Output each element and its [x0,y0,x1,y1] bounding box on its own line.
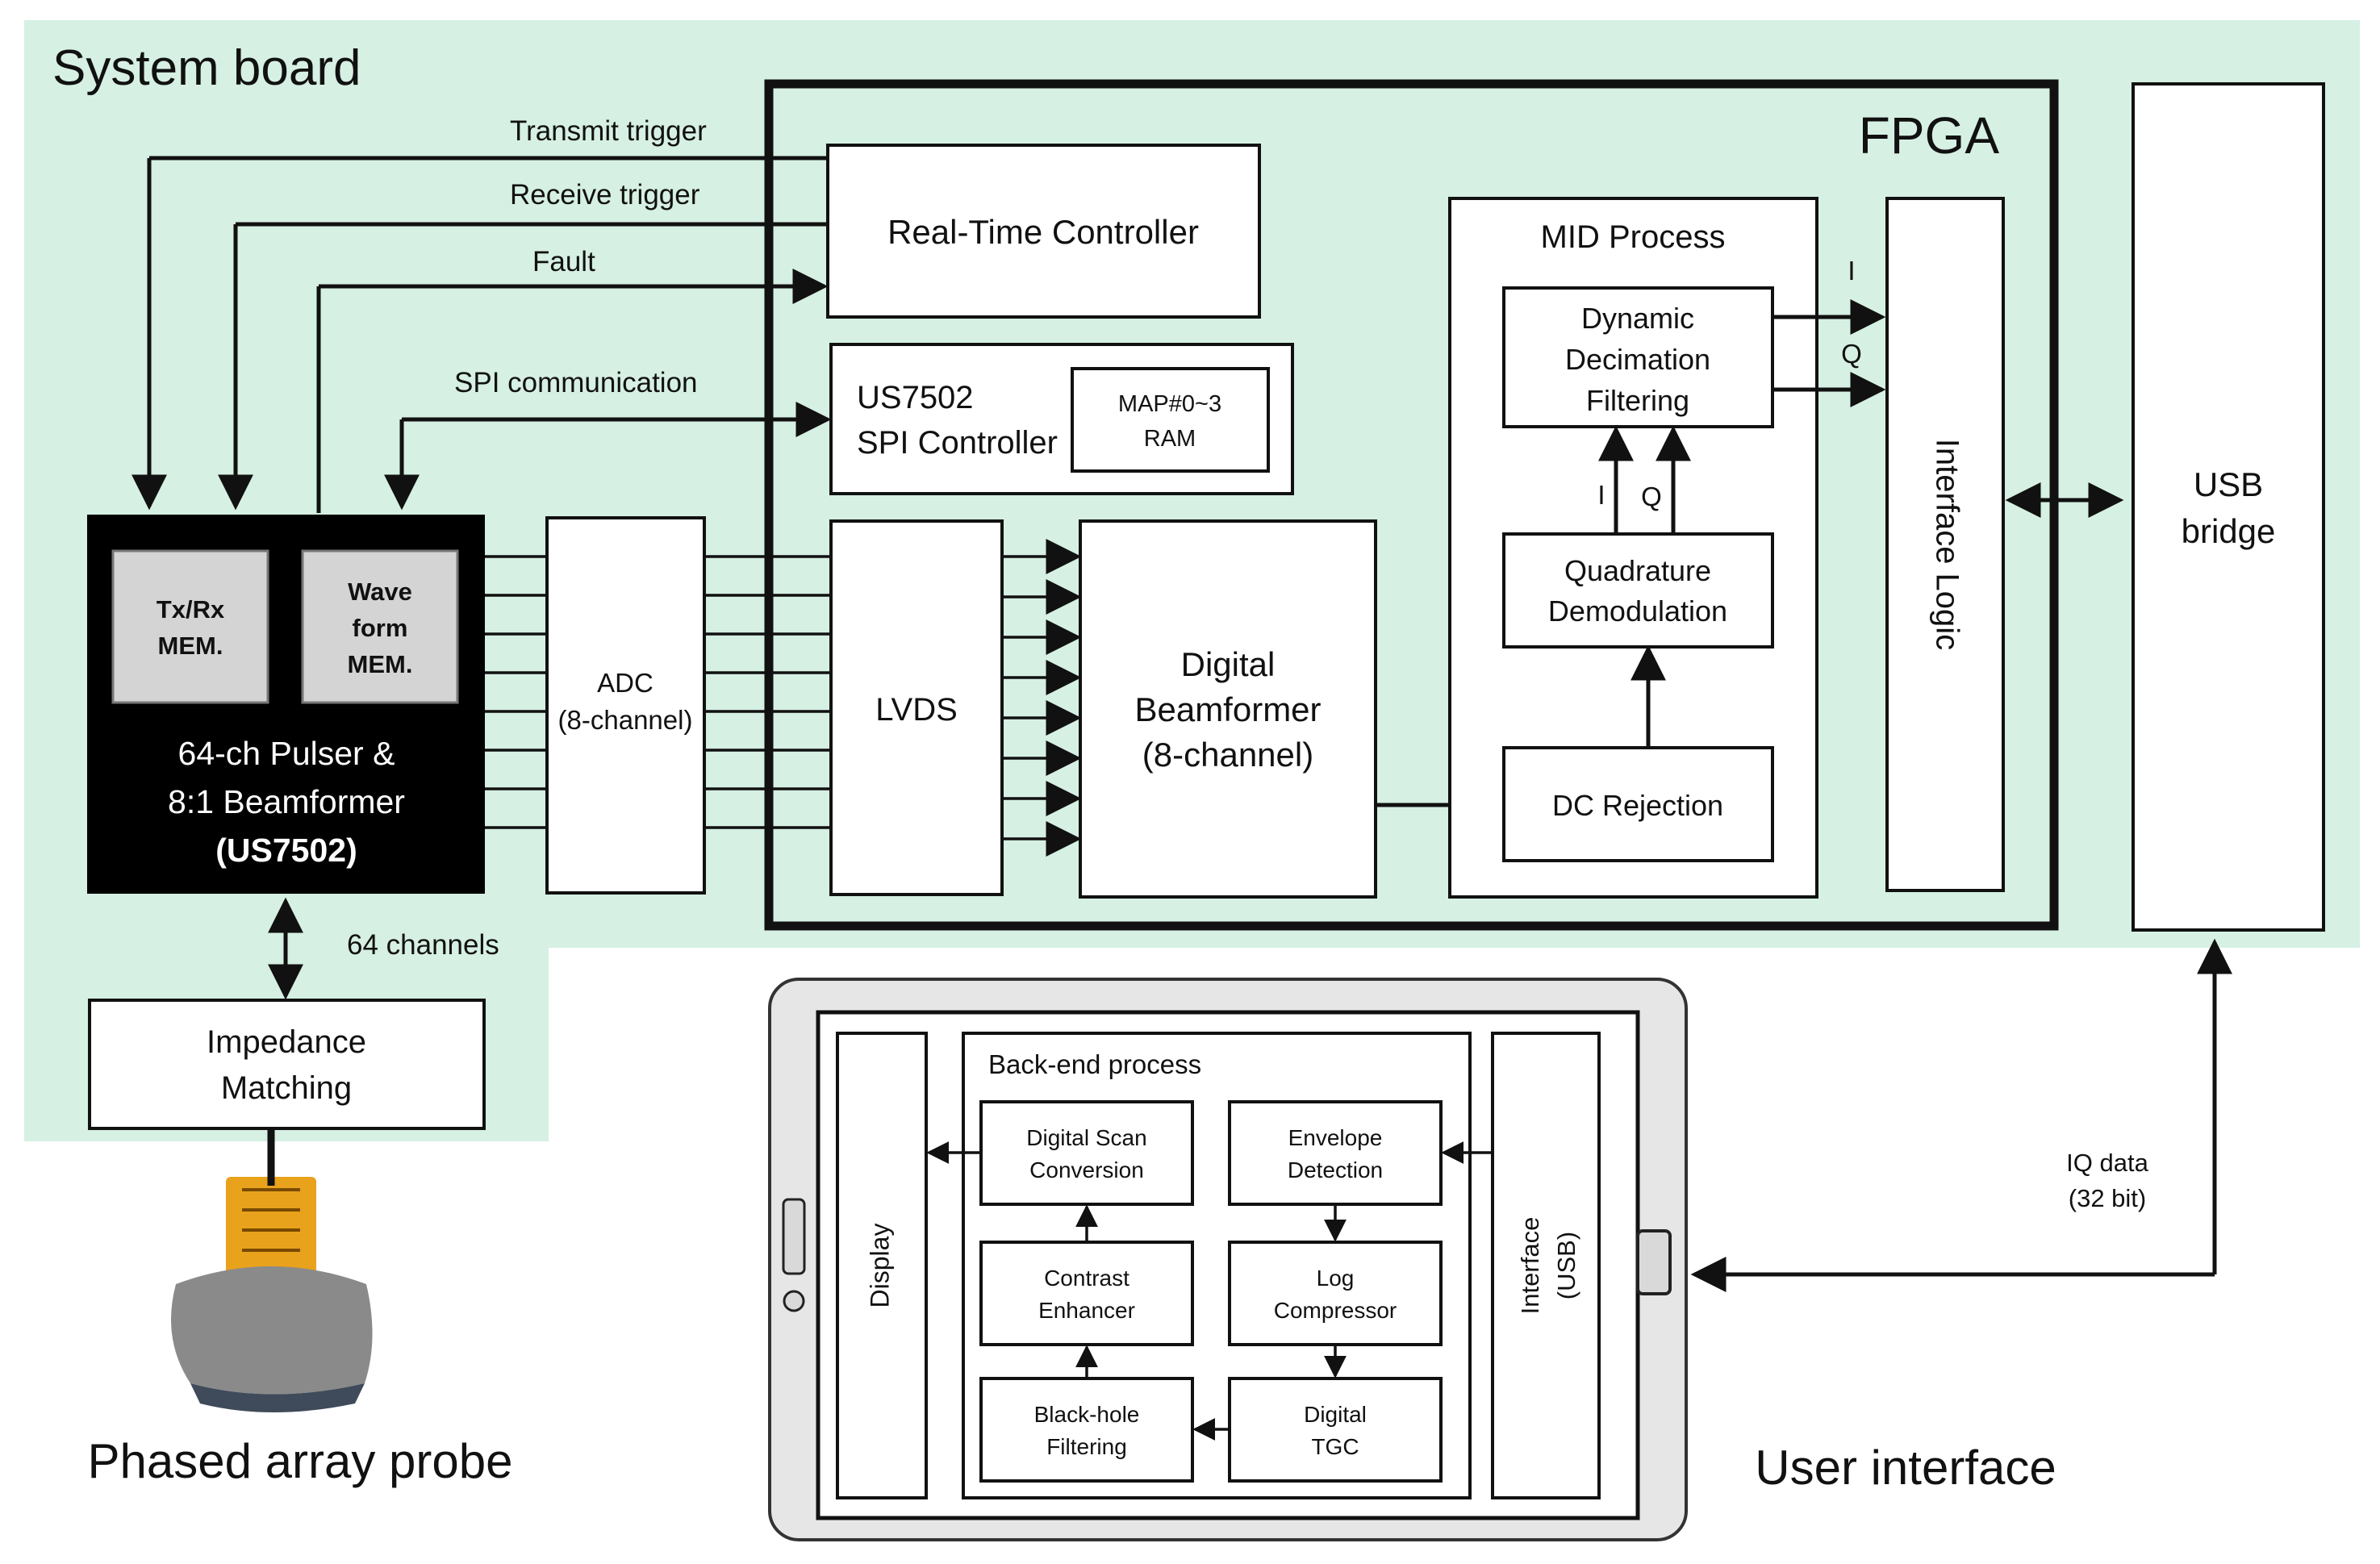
channels-label: 64 channels [347,929,499,961]
spi-communication-label: SPI communication [454,367,698,398]
blackhole-line2: Filtering [1046,1434,1127,1459]
control-signal-lines [132,156,832,513]
interface-logic-block [1885,197,2005,892]
log-line1: Log [1317,1266,1355,1291]
quadrature-demodulation-block [1502,532,1774,649]
fault-label: Fault [532,246,595,277]
quadrature-q-label: Q [1641,482,1662,511]
adc-block [545,516,706,895]
fpga-title: FPGA [1859,106,2000,165]
lvds-block [829,519,1004,896]
usb-bridge-line2: bridge [2182,512,2276,550]
black-hole-filtering-block [979,1377,1194,1483]
spi-controller-line2: SPI Controller [857,425,1058,461]
contrast-line2: Enhancer [1038,1298,1135,1323]
usb-bridge-block [2132,82,2325,932]
pulser-label-line1: 64-ch Pulser & [178,735,395,772]
ddf-line3: Filtering [1586,384,1689,417]
waveform-memory-line2: form [353,614,408,642]
tablet-camera [783,1290,805,1312]
interface-usb-line1: Interface [1516,1217,1544,1315]
backend-process-title: Back-end process [988,1049,1201,1079]
ddf-output-i-label: I [1848,256,1855,286]
digital-scan-conversion-block [979,1100,1194,1206]
quadrature-line1: Quadrature [1564,554,1711,587]
ddf-line1: Dynamic [1581,302,1694,335]
envelope-detection-block [1228,1100,1443,1206]
pulser-label-line3: (US7502) [215,832,357,869]
quadrature-i-label: I [1597,480,1605,510]
digital-beamformer-line1: Digital [1181,645,1276,683]
tgc-line2: TGC [1311,1434,1359,1459]
blackhole-line1: Black-hole [1034,1402,1140,1427]
transmit-trigger-label: Transmit trigger [510,115,707,147]
phased-array-probe-label: Phased array probe [88,1434,513,1488]
envelope-line1: Envelope [1288,1125,1383,1150]
lvds-label: LVDS [875,692,958,728]
digital-beamformer-block [1079,519,1377,899]
dc-rejection-label: DC Rejection [1552,789,1723,822]
txrx-memory-block [111,549,269,704]
digital-tgc-block [1228,1377,1443,1483]
envelope-line2: Detection [1288,1157,1383,1182]
system-board-title: System board [52,40,361,96]
adc-line2: (8-channel) [558,705,693,735]
digital-beamformer-line3: (8-channel) [1142,736,1313,774]
waveform-memory-line3: MEM. [348,650,413,678]
map-ram-block [1071,367,1270,473]
log-line2: Compressor [1274,1298,1397,1323]
tgc-line1: Digital [1304,1402,1367,1427]
impedance-line1: Impedance [207,1024,366,1060]
adc-line1: ADC [597,668,653,698]
digital-beamformer-line2: Beamformer [1134,690,1321,728]
display-block [836,1032,928,1499]
mid-process-title: MID Process [1541,219,1726,255]
backend-flow-arrows [926,1141,1493,1441]
dsc-line1: Digital Scan [1026,1125,1146,1150]
tablet-home-button [1636,1229,1672,1295]
dsc-line2: Conversion [1029,1157,1144,1182]
display-label: Display [865,1224,894,1308]
real-time-controller-label: Real-Time Controller [887,213,1199,251]
quadrature-line2: Demodulation [1548,594,1727,628]
impedance-line2: Matching [221,1070,352,1106]
real-time-controller-block [826,144,1261,319]
ddf-line2: Decimation [1565,343,1710,376]
interface-logic-label: Interface Logic [1929,439,1965,650]
interface-usb-line2: (USB) [1552,1232,1580,1299]
ddf-output-q-label: Q [1841,339,1862,369]
pulser-label-line2: 8:1 Beamformer [168,783,405,820]
iq-data-line2: (32 bit) [2069,1184,2146,1212]
tablet-volume-button [782,1198,806,1275]
spi-controller-line1: US7502 [857,380,974,415]
lvds-input-bus [704,555,831,829]
txrx-memory-line2: MEM. [158,632,223,660]
dynamic-decimation-filtering-block [1502,286,1774,428]
log-compressor-block [1228,1241,1443,1346]
dc-rejection-block [1502,746,1774,862]
map-ram-line2: RAM [1144,426,1196,452]
map-ram-line1: MAP#0~3 [1118,391,1221,417]
iq-data-line1: IQ data [2066,1149,2148,1177]
adc-input-bus [485,555,547,829]
user-interface-label: User interface [1755,1441,2056,1495]
waveform-memory-block [301,549,459,704]
interface-usb-block [1491,1032,1601,1499]
receive-trigger-label: Receive trigger [510,179,700,211]
usb-bridge-line1: USB [2194,465,2263,503]
beamformer-input-arrows [1002,539,1082,857]
contrast-line1: Contrast [1044,1266,1129,1291]
waveform-memory-line1: Wave [348,578,412,606]
contrast-enhancer-block [979,1241,1194,1346]
impedance-matching-block [88,999,486,1130]
txrx-memory-line1: Tx/Rx [157,595,225,624]
probe-picture [171,1129,373,1412]
